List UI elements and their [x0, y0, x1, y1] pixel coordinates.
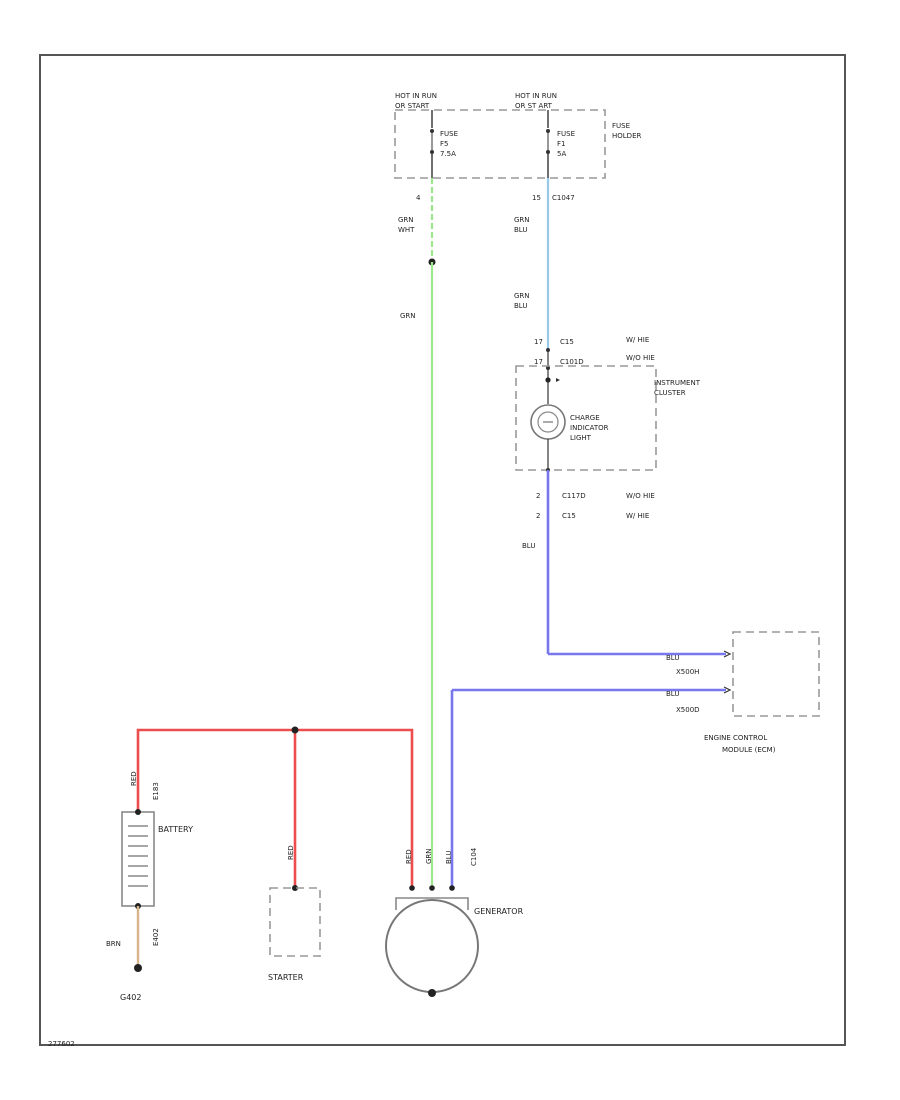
green-wire-upper-color-1: GRN [398, 216, 414, 224]
red-circuit: RED E183 RED [130, 726, 414, 888]
generator: RED GRN BLU C104 GENERATOR [385, 847, 524, 997]
ecm-label-line2: MODULE (ECM) [722, 746, 776, 754]
right-fuse-label-line1: FUSE [557, 130, 575, 138]
battery-bottom-connector: E402 [152, 928, 160, 946]
ground-wire-color: BRN [106, 940, 121, 948]
left-fuse-label-line2: F5 [440, 140, 448, 148]
fuse-holder-label-line2: HOLDER [612, 132, 641, 140]
cluster-pin-top-2-connector: C101D [560, 358, 584, 366]
right-fuse-label-line2: F1 [557, 140, 565, 148]
generator-connector: C104 [470, 847, 478, 866]
left-fuse-pin: 4 [416, 194, 421, 202]
left-fuse-header-line1: HOT IN RUN [395, 92, 437, 100]
light-blue-wire-mid-color-1: GRN [514, 292, 530, 300]
left-fuse-label-line1: FUSE [440, 130, 458, 138]
starter-label: STARTER [268, 973, 304, 982]
cluster-pin-top-1-model: W/ HIE [626, 336, 649, 344]
generator-terminal-blue [449, 885, 455, 891]
ground-point-icon [134, 964, 142, 972]
generator-icon [385, 899, 479, 993]
diagram-code: 277602 [48, 1040, 75, 1048]
right-fuse-pin: 15 [532, 194, 541, 202]
charge-indicator-label-line2: INDICATOR [570, 424, 609, 432]
green-wire-upper-color-2: WHT [398, 226, 415, 234]
ecm-lower-wire-color: BLU [666, 690, 679, 698]
blue-circuit: BLU [450, 470, 726, 888]
generator-blue-wire-color: BLU [445, 851, 453, 864]
ground-label: G402 [120, 993, 141, 1002]
fuse-holder-label-line1: FUSE [612, 122, 630, 130]
battery: BATTERY [121, 809, 193, 909]
cluster-pin-bottom-2-model: W/ HIE [626, 512, 649, 520]
cluster-pin-bottom-2: 2 [536, 512, 540, 520]
cluster-pin-bottom-2-connector: C15 [562, 512, 576, 520]
cluster-pin-top-2-model: W/O HIE [626, 354, 655, 362]
cluster-pin-bottom-1: 2 [536, 492, 540, 500]
generator-terminal-green [429, 885, 435, 891]
diagram-frame [39, 54, 846, 1046]
fuse-holder-box [394, 109, 606, 179]
right-fuse-header-line2: OR ST ART [515, 102, 553, 110]
right-fuse-header-line1: HOT IN RUN [515, 92, 557, 100]
instrument-cluster-label-line1: INSTRUMENT [654, 379, 701, 387]
right-fuse-pin-connector: C1047 [552, 194, 575, 202]
generator-green-wire-color: GRN [425, 848, 433, 864]
generator-connector-housing [395, 897, 469, 910]
cluster-pin-bottom-1-connector: C117D [562, 492, 586, 500]
cluster-pin-top-2: 17 [534, 358, 543, 366]
battery-positive-terminal [135, 809, 141, 815]
green-circuit: GRN WHT GRN [398, 178, 436, 888]
starter-box [269, 887, 321, 957]
instrument-cluster: 17 C15 W/ HIE 17 C101D W/O HIE INSTRUMEN… [515, 336, 701, 520]
left-fuse-label-line3: 7.5A [440, 150, 456, 158]
starter-wire-color: RED [287, 845, 295, 860]
green-wire-lower-color: GRN [400, 312, 416, 320]
light-blue-wire-upper-color-1: GRN [514, 216, 530, 224]
ecm-label-line1: ENGINE CONTROL [704, 734, 767, 742]
battery-wire-color: RED [130, 771, 138, 786]
cluster-pin-top-1-connector: C15 [560, 338, 574, 346]
charge-indicator-lamp-inner [537, 411, 559, 433]
light-blue-wire-mid-color-2: BLU [514, 302, 527, 310]
generator-ground-icon [428, 989, 436, 997]
red-wire-splice [291, 726, 299, 734]
red-wire-battery-feed [136, 728, 414, 888]
starter-terminal [292, 885, 298, 891]
charge-indicator-label-line3: LIGHT [570, 434, 592, 442]
generator-terminal-red [409, 885, 415, 891]
blue-wire-cluster-color: BLU [522, 542, 535, 550]
ecm-upper-connector: X500H [676, 668, 699, 676]
light-blue-circuit: GRN BLU GRN BLU [514, 178, 550, 352]
cluster-pin-bottom-1-model: W/O HIE [626, 492, 655, 500]
cluster-pin-top-1: 17 [534, 338, 543, 346]
light-blue-wire-upper-color-2: BLU [514, 226, 527, 234]
instrument-cluster-box [515, 365, 657, 471]
generator-label: GENERATOR [474, 907, 524, 916]
ecm-upper-wire-color: BLU [666, 654, 679, 662]
ecm-pin-upper-arrow [723, 650, 732, 658]
battery-label: BATTERY [158, 825, 193, 834]
ground-g402: BRN E402 G402 [106, 906, 160, 1002]
instrument-cluster-label-line2: CLUSTER [654, 389, 686, 397]
cluster-entry-arrow [556, 378, 560, 382]
right-fuse-label-line3: 5A [557, 150, 566, 158]
fuse-holder: HOT IN RUN OR START HOT IN RUN OR ST ART… [394, 92, 641, 202]
generator-red-wire-color: RED [405, 849, 413, 864]
engine-control-module: BLU X500H BLU X500D ENGINE CONTROL MODUL… [666, 631, 820, 754]
starter: STARTER [268, 885, 321, 982]
battery-top-connector: E183 [152, 782, 160, 800]
ecm-pin-lower-arrow [723, 686, 732, 694]
charge-indicator-label-line1: CHARGE [570, 414, 600, 422]
ecm-box [732, 631, 820, 717]
ecm-lower-connector: X500D [676, 706, 700, 714]
left-fuse-header-line2: OR START [395, 102, 430, 110]
